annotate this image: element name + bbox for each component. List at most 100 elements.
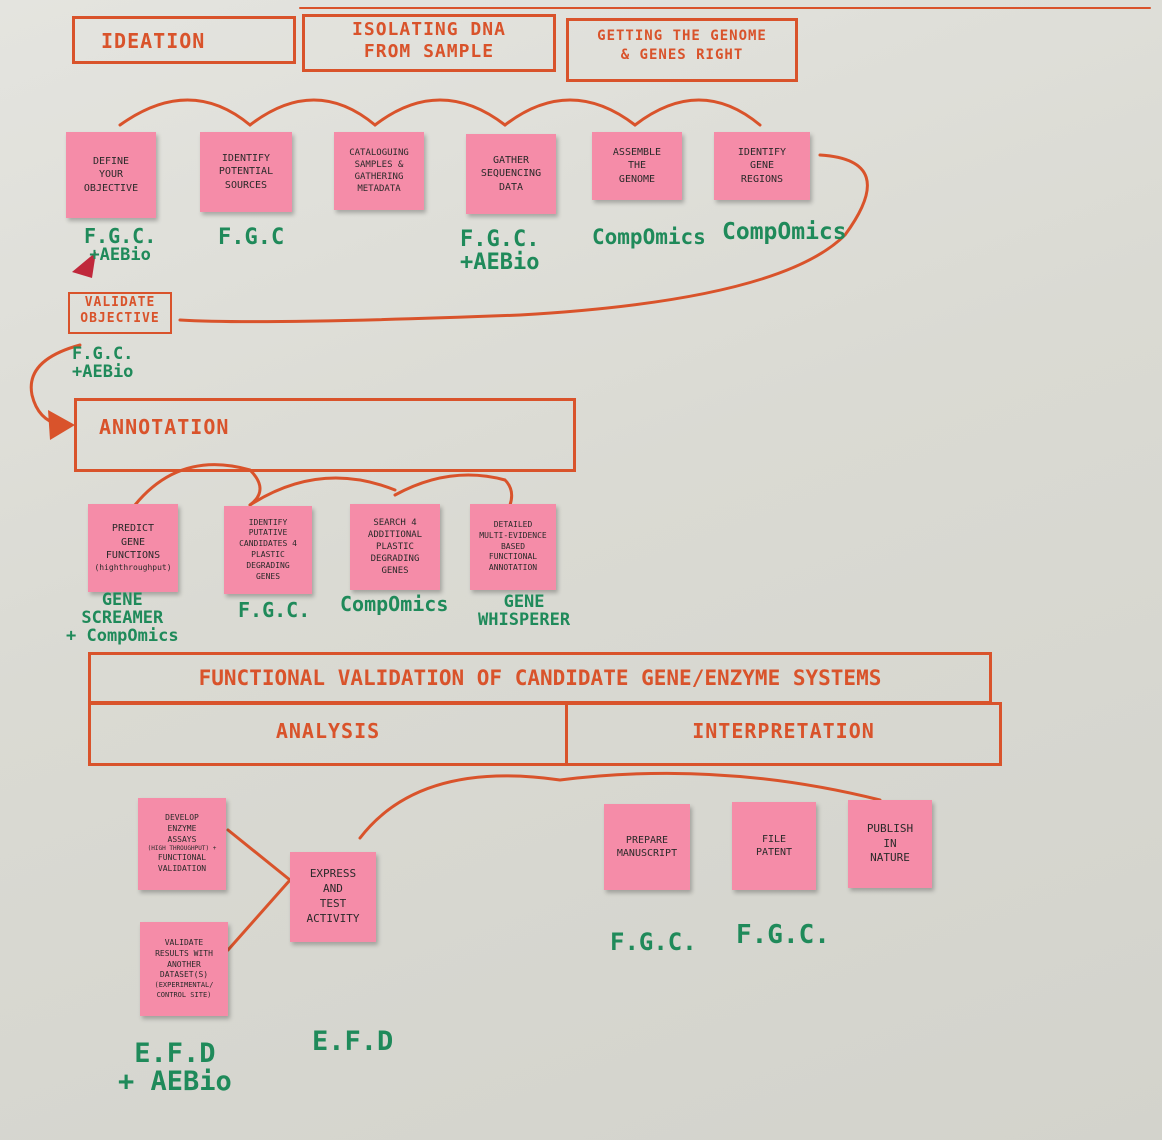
sticky-text: GENES <box>381 566 409 577</box>
owner-text: F.G.C. <box>72 344 134 364</box>
annotation-label: ANNOTATION <box>99 415 230 439</box>
sticky-text: ADDITIONAL <box>367 529 423 540</box>
sticky-text: DEVELOP <box>165 812 199 822</box>
owner-validate-objective: F.G.C.+AEBio <box>72 344 134 382</box>
owner-text: WHISPERER <box>478 609 571 630</box>
owner-text: +AEBio <box>89 245 151 265</box>
sticky-text: IDENTIFY <box>221 152 271 164</box>
sticky-text: VALIDATION <box>157 864 207 874</box>
sticky-text: VALIDATE <box>164 937 204 947</box>
isolating-dna-header: ISOLATING DNA FROM SAMPLE <box>302 14 556 72</box>
ideation-label: IDEATION <box>101 29 206 53</box>
sticky-text: FUNCTIONAL <box>488 552 538 562</box>
owner-search-additional-genes: CompOmics <box>340 594 448 615</box>
sticky-prepare-manuscript: PREPARE MANUSCRIPT <box>604 804 690 890</box>
sticky-text: ANNOTATION <box>488 563 538 573</box>
sticky-text: (EXPERIMENTAL/ <box>154 981 214 990</box>
sticky-text: GENES <box>255 571 281 581</box>
sticky-text: ASSEMBLE <box>612 146 662 158</box>
sticky-text: DATA <box>498 181 524 193</box>
sticky-text: CONTROL SITE) <box>156 990 212 999</box>
owner-text: +AEBio <box>460 250 540 276</box>
owner-text: CompOmics <box>592 225 706 249</box>
validate-objective-line1: VALIDATE <box>84 295 156 310</box>
sticky-text: RESULTS WITH <box>155 948 213 958</box>
owner-text: F.G.C. <box>736 920 830 950</box>
owner-text: CompOmics <box>340 592 449 616</box>
sticky-text: GATHER <box>492 154 530 166</box>
owner-text: + CompOmics <box>66 625 179 646</box>
sticky-text: PREDICT <box>111 523 155 535</box>
owner-identify-putative-candidates: F.G.C. <box>238 600 310 621</box>
sticky-text: PUBLISH <box>866 821 914 835</box>
sticky-text: ENZYME <box>167 823 197 833</box>
analysis-interpretation-band: ANALYSIS INTERPRETATION <box>88 702 1002 766</box>
validate-objective-box: VALIDATE OBJECTIVE <box>68 292 172 334</box>
sticky-text: CANDIDATES 4 <box>239 539 297 549</box>
sticky-text: TEST <box>319 897 347 910</box>
sticky-text: REGIONS <box>740 173 784 185</box>
sticky-text: SOURCES <box>224 179 268 191</box>
owner-identify-gene-regions: CompOmics <box>722 220 847 244</box>
sticky-text: CATALOGUING <box>349 147 409 158</box>
sticky-text: DATASET(S) <box>159 970 209 980</box>
sticky-text: NATURE <box>870 851 910 865</box>
owner-express: E.F.D <box>312 1027 393 1056</box>
sticky-text: ANOTHER <box>167 959 201 969</box>
functional-validation-header: FUNCTIONAL VALIDATION OF CANDIDATE GENE/… <box>88 652 992 704</box>
sticky-text: POTENTIAL <box>218 166 274 178</box>
owner-text: E.F.D <box>134 1038 216 1069</box>
owner-define-objective: F.G.C.+AEBio <box>84 226 156 265</box>
sticky-text: SEQUENCING <box>480 168 542 180</box>
sticky-text: SAMPLES & <box>354 159 404 170</box>
sticky-text: PLASTIC DEGRADING <box>246 550 290 570</box>
sticky-text: AND <box>323 882 343 896</box>
owner-text: + AEBio <box>118 1066 232 1098</box>
sticky-text: OBJECTIVE <box>83 182 139 194</box>
sticky-text: GENE <box>120 536 146 548</box>
sticky-text: EXPRESS <box>309 867 357 881</box>
genome-genes-line1: GETTING THE GENOME <box>597 28 767 44</box>
analysis-label: ANALYSIS <box>275 719 381 743</box>
ideation-header: IDEATION <box>72 16 296 64</box>
owner-text: F.G.C. <box>610 928 697 956</box>
sticky-text: GATHERING <box>354 172 404 182</box>
sticky-text: ASSAYS <box>167 834 197 844</box>
sticky-text: PUTATIVE <box>248 528 288 538</box>
genome-genes-line2: & GENES RIGHT <box>620 46 744 63</box>
sticky-text: MULTI-EVIDENCE <box>479 530 547 540</box>
band-divider <box>565 705 568 763</box>
owner-analysis-left: E.F.D+ AEBio <box>118 1038 232 1098</box>
sticky-text: THE <box>627 160 647 172</box>
sticky-text: PREPARE <box>625 834 669 846</box>
owner-text: F.G.C. <box>84 224 157 248</box>
sticky-text: PLASTIC <box>376 541 414 552</box>
owner-text: F.G.C <box>218 225 285 250</box>
owner-assemble-genome: CompOmics <box>592 226 706 248</box>
sticky-text: MANUSCRIPT <box>616 848 678 859</box>
isolating-dna-line1: ISOLATING DNA <box>352 19 506 40</box>
owner-text: SCREAMER <box>81 607 164 628</box>
interpretation-label: INTERPRETATION <box>692 719 875 743</box>
owner-text: F.G.C. <box>238 598 311 622</box>
owner-identify-sources: F.G.C <box>218 226 284 249</box>
sticky-text: BASED <box>500 541 526 551</box>
sticky-text: SEARCH 4 <box>373 517 417 528</box>
sticky-text: PATENT <box>755 847 793 858</box>
